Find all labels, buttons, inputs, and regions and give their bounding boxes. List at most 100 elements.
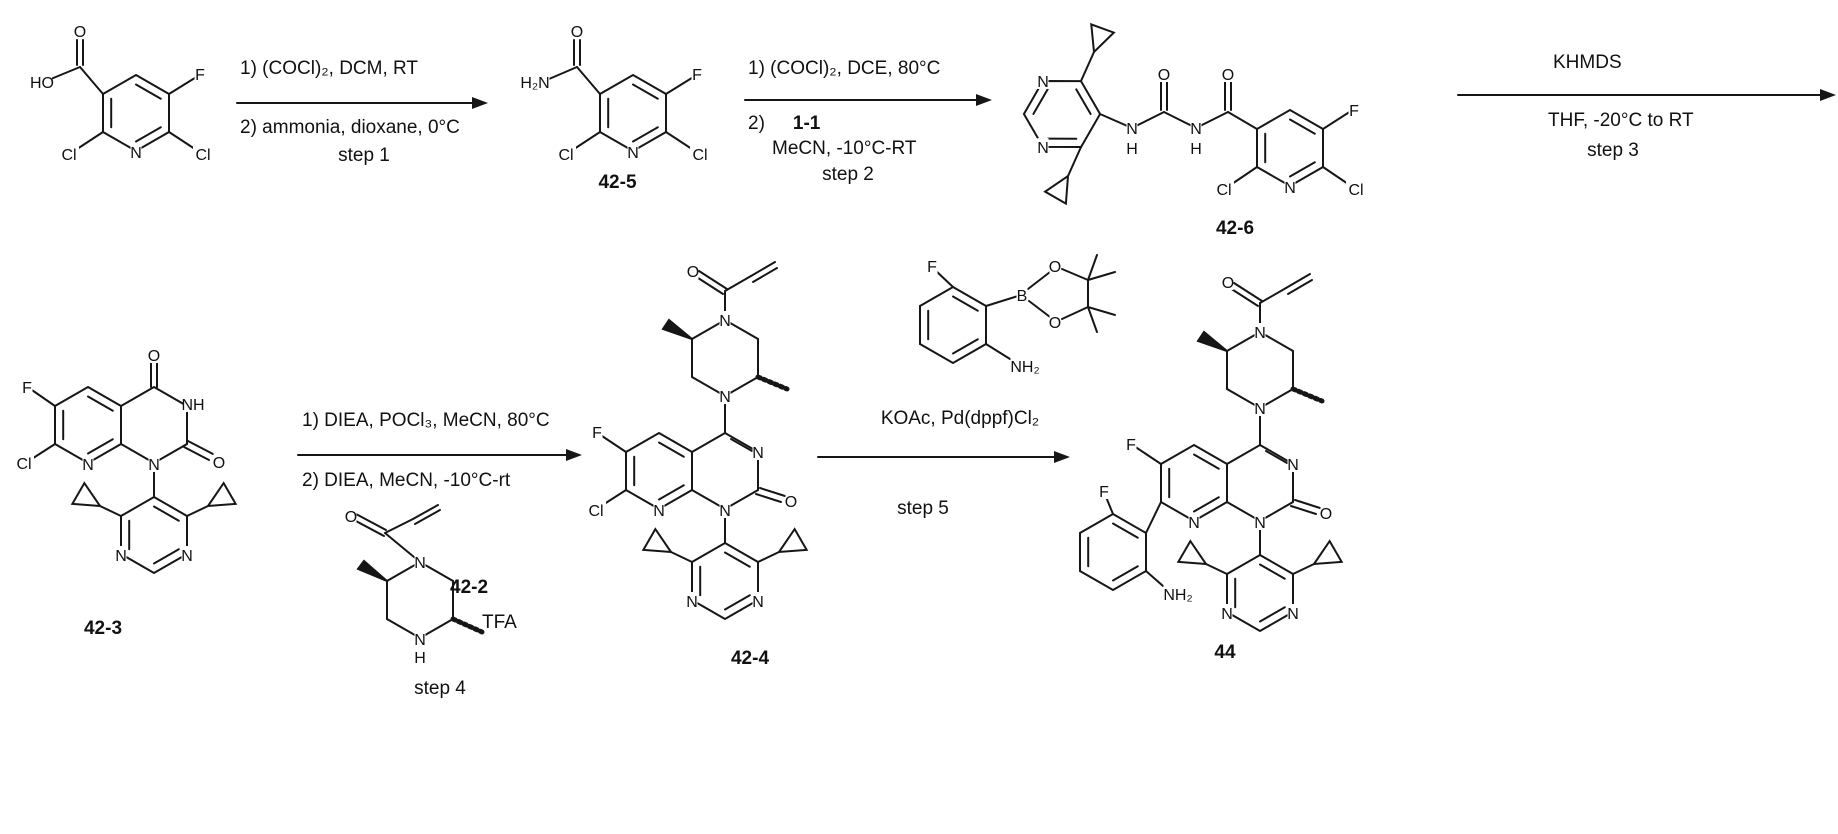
svg-text:F: F (195, 67, 205, 84)
arrow1-reagents-above: 1) (COCl)₂, DCM, RT (240, 58, 419, 79)
svg-text:Cl: Cl (1348, 182, 1363, 199)
svg-text:N: N (130, 145, 142, 162)
arrow3-reagents-above: KHMDS (1553, 52, 1622, 73)
svg-text:H: H (414, 650, 426, 667)
arrow3-reagents-below: THF, -20°C to RT (1548, 110, 1694, 131)
svg-text:O: O (1049, 315, 1061, 332)
svg-text:Cl: Cl (195, 147, 210, 164)
svg-text:Cl: Cl (16, 456, 31, 473)
compound-label-44: 44 (1214, 642, 1236, 663)
arrow5-step-label: step 5 (897, 498, 949, 519)
svg-text:F: F (1099, 484, 1109, 501)
svg-text:N: N (414, 632, 426, 649)
svg-text:N: N (1037, 140, 1049, 157)
svg-text:N: N (1254, 325, 1266, 342)
svg-text:N: N (1126, 121, 1138, 138)
compound-label-42-6: 42-6 (1215, 218, 1255, 239)
svg-text:N: N (653, 503, 665, 520)
svg-text:O: O (1049, 259, 1061, 276)
svg-text:O: O (571, 24, 583, 41)
svg-text:O: O (1158, 67, 1170, 84)
svg-text:Cl: Cl (588, 503, 603, 520)
svg-text:Cl: Cl (692, 147, 707, 164)
svg-text:O: O (148, 348, 160, 365)
svg-text:H: H (1190, 141, 1202, 158)
svg-text:N: N (752, 445, 764, 462)
structure-starting-acid: HO O F Cl Cl N (30, 22, 213, 164)
svg-text:N: N (1254, 401, 1266, 418)
svg-text:N: N (719, 313, 731, 330)
compound-label-42-3: 42-3 (83, 618, 123, 639)
svg-text:F: F (1349, 103, 1359, 120)
arrow1-reagents-below: 2) ammonia, dioxane, 0°C (240, 117, 460, 138)
compound-label-42-2: 42-2 (450, 577, 489, 598)
arrow4-reagents-below: 2) DIEA, MeCN, -10°C-rt (302, 470, 511, 491)
arrow2-step-label: step 2 (822, 164, 874, 185)
svg-text:N: N (1037, 74, 1049, 91)
svg-text:N: N (719, 503, 731, 520)
svg-text:O: O (1222, 67, 1234, 84)
arrow3-step-label: step 3 (1587, 140, 1639, 161)
arrow2-intermediate-ref: 1-1 (792, 113, 821, 134)
svg-text:O: O (345, 509, 357, 526)
svg-text:N: N (1287, 606, 1299, 623)
svg-text:N: N (181, 548, 193, 565)
svg-text:F: F (592, 425, 602, 442)
svg-text:N: N (719, 389, 731, 406)
svg-text:N: N (1284, 180, 1296, 197)
reaction-arrow-1 (236, 97, 488, 109)
svg-text:O: O (1320, 506, 1332, 523)
svg-text:NH: NH (181, 397, 204, 414)
svg-text:N: N (1188, 515, 1200, 532)
svg-text:N: N (148, 457, 160, 474)
svg-text:N: N (414, 555, 426, 572)
svg-text:O: O (687, 264, 699, 281)
structure-boronate-reagent: F B O O NH₂ (919, 254, 1116, 376)
svg-text:N: N (1190, 121, 1202, 138)
svg-text:N: N (1287, 457, 1299, 474)
arrow2-solvent-line: MeCN, -10°C-RT (772, 138, 917, 159)
arrow1-step-label: step 1 (338, 145, 390, 166)
svg-text:NH₂: NH₂ (1010, 359, 1039, 376)
svg-text:B: B (1017, 288, 1028, 305)
reaction-arrow-4 (297, 449, 582, 461)
compound-label-42-5: 42-5 (598, 172, 637, 193)
arrow2-reagents-below: 2) 1-1 (748, 113, 820, 135)
svg-text:Cl: Cl (61, 147, 76, 164)
svg-text:N: N (82, 457, 94, 474)
arrow4-reagents-above: 1) DIEA, POCl₃, MeCN, 80°C (302, 410, 550, 431)
svg-text:Cl: Cl (1216, 182, 1231, 199)
arrow2-reagents-above: 1) (COCl)₂, DCE, 80°C (748, 58, 941, 79)
svg-text:F: F (1126, 437, 1136, 454)
arrow5-reagents-above: KOAc, Pd(dppf)Cl₂ (880, 408, 1040, 429)
svg-text:HO: HO (30, 75, 54, 92)
svg-text:N: N (627, 145, 639, 162)
svg-text:N: N (1221, 606, 1233, 623)
svg-text:O: O (213, 455, 225, 472)
svg-text:Cl: Cl (558, 147, 573, 164)
structure-final-44: O N N F F NH₂ N N N O N N (1079, 273, 1343, 632)
compound-label-42-4: 42-4 (730, 648, 770, 669)
svg-text:F: F (692, 67, 702, 84)
arrow2-below-prefix: 2) (748, 113, 765, 134)
reaction-arrow-2 (744, 94, 992, 106)
svg-text:O: O (74, 24, 86, 41)
svg-text:F: F (22, 380, 32, 397)
reaction-arrow-5 (817, 451, 1070, 463)
svg-text:O: O (785, 494, 797, 511)
svg-text:N: N (115, 548, 127, 565)
svg-text:N: N (686, 594, 698, 611)
svg-text:N: N (1254, 515, 1266, 532)
svg-text:O: O (1222, 275, 1234, 292)
svg-text:N: N (752, 594, 764, 611)
reaction-arrow-3 (1457, 89, 1836, 101)
svg-text:H: H (1126, 141, 1138, 158)
svg-text:F: F (927, 259, 937, 276)
svg-text:NH₂: NH₂ (1163, 587, 1192, 604)
